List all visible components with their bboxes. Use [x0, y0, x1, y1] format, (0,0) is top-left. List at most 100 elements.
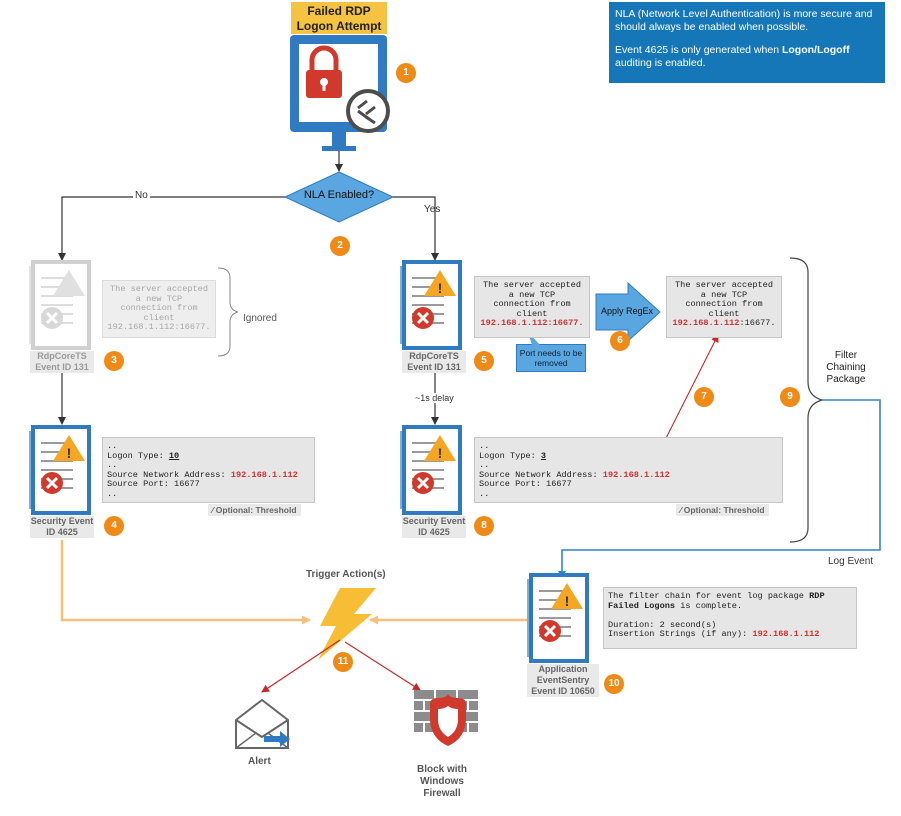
connector-trigger-left	[60, 540, 311, 625]
port-callout-text: Port needs to be removed	[519, 348, 583, 368]
lightning-icon	[318, 588, 376, 660]
tcp-l3: connection from	[120, 303, 198, 314]
optional-threshold-left: ⁄ Optional: Threshold	[208, 504, 301, 516]
src-port: Source Port: 16677	[107, 479, 200, 490]
tcp-box-regex: The server accepted a new TCP connection…	[666, 276, 782, 338]
filter-chaining-label: Filter Chaining Package	[826, 350, 866, 385]
badge-1: 1	[396, 63, 416, 83]
badge-4: 4	[104, 516, 124, 536]
envelope-alert-icon	[235, 698, 290, 749]
yes-label: Yes	[424, 204, 441, 215]
connector-to-firewall	[344, 641, 421, 691]
sec-left-label: Security Event ID 4625	[30, 516, 94, 538]
app-l2-bold: Failed Logons	[608, 600, 676, 611]
svg-text:!: !	[438, 445, 443, 461]
rdp-right-label: RdpCoreTS Event ID 131	[402, 351, 466, 373]
sec-dots: ..	[479, 488, 490, 499]
info-line2: Event 4625 is only generated when Logon/…	[615, 44, 879, 70]
src-label: Source Network Address:	[479, 469, 603, 480]
src-ip: 192.168.1.112	[230, 469, 298, 480]
tcp-box-right: The server accepted a new TCP connection…	[474, 276, 590, 338]
rdp-left-label: RdpCoreTS Event ID 131	[30, 351, 94, 373]
tcp-box-left: The server accepted a new TCP connection…	[102, 280, 216, 338]
optional-threshold-text: Optional: Threshold	[683, 505, 765, 515]
tcp-l3: connection from	[685, 299, 763, 310]
block-label: Block with Windows Firewall	[416, 764, 467, 799]
decision-diamond	[283, 171, 395, 223]
tcp-l1: The server accepted	[483, 280, 581, 290]
rdp-monitor-icon	[290, 35, 390, 151]
tcp-l1: The server accepted	[675, 280, 773, 290]
svg-text:!: !	[565, 593, 570, 609]
tcp-ip-only: 192.168.1.112	[672, 318, 740, 329]
tcp-l4: client	[516, 308, 548, 319]
app-label: Application EventSentry Event ID 10650	[527, 664, 599, 697]
ignored-brace	[217, 267, 239, 357]
info-line1: NLA (Network Level Authentication) is mo…	[615, 8, 873, 33]
logon-type-value: 3	[540, 450, 547, 461]
decision-label: NLA Enabled?	[303, 189, 375, 201]
ignored-label: Ignored	[243, 313, 277, 324]
logon-type-label: Logon Type:	[479, 450, 541, 461]
app-l1-bold: RDP	[809, 591, 825, 601]
app-ins: 192.168.1.112	[752, 629, 820, 640]
app-duration: Duration: 2 second(s)	[608, 619, 717, 630]
badge-2: 2	[330, 236, 350, 256]
firewall-icon	[414, 690, 478, 746]
tcp-l2: a new TCP	[508, 289, 556, 300]
tcp-ip-red: 192.168.1.112:16677.	[480, 318, 584, 329]
rdp-right-doc-icon: !	[400, 260, 462, 350]
src-ip: 192.168.1.112	[602, 469, 670, 480]
svg-text:!: !	[67, 445, 72, 461]
tcp-ip: 192.168.1.112:16677.	[107, 322, 211, 333]
sec-left-doc-icon: !	[29, 425, 91, 515]
optional-threshold-right: ⁄ Optional: Threshold	[676, 504, 769, 516]
title-text: Failed RDP Logon Attempt	[296, 4, 382, 33]
rdp-left-doc-icon	[29, 260, 91, 350]
alert-label: Alert	[248, 756, 271, 767]
sec-dots: ..	[479, 460, 490, 471]
trigger-label: Trigger Action(s)	[306, 569, 386, 580]
app-l1-prefix: The filter chain for event log package	[608, 591, 810, 601]
sec-dots: ..	[107, 441, 118, 451]
sec-right-label: Security Event ID 4625	[402, 516, 466, 538]
connector-no	[58, 196, 285, 261]
sec-box-right: .. Logon Type: 3 .. Source Network Addre…	[474, 437, 783, 503]
badge-9: 9	[780, 387, 800, 407]
tcp-l4: client	[708, 308, 740, 319]
tcp-l3: connection from	[493, 299, 571, 310]
tcp-l4: client	[143, 312, 175, 323]
logon-type-value: 10	[168, 450, 180, 461]
src-port: Source Port: 16677	[479, 479, 572, 490]
app-l2-suffix: is complete.	[675, 600, 743, 611]
info-line2-suffix: auditing is enabled.	[615, 57, 706, 69]
badge-11: 11	[333, 652, 353, 672]
badge-3: 3	[104, 351, 124, 371]
tcp-l2: a new TCP	[135, 293, 183, 304]
connector-yes	[393, 196, 439, 261]
apply-regex-label: Apply RegEx	[601, 306, 654, 316]
no-label: No	[133, 190, 150, 201]
badge-10: 10	[604, 674, 624, 694]
apply-regex-arrow	[595, 281, 661, 343]
sec-dots: ..	[479, 441, 490, 451]
info-box: NLA (Network Level Authentication) is mo…	[609, 2, 885, 83]
connector-log-event	[558, 399, 881, 579]
sec-dots: ..	[107, 460, 118, 471]
tcp-l1: The server accepted	[110, 284, 208, 294]
src-label: Source Network Address:	[107, 469, 231, 480]
logon-type-label: Logon Type:	[107, 450, 169, 461]
badge-7: 7	[694, 387, 714, 407]
delay-label: ~1s delay	[413, 393, 456, 403]
app-doc-icon: !	[527, 573, 589, 663]
sec-dots: ..	[107, 488, 118, 499]
badge-5: 5	[474, 351, 494, 371]
sec-box-left: .. Logon Type: 10 .. Source Network Addr…	[102, 437, 315, 503]
app-ins-label: Insertion Strings (if any):	[608, 629, 753, 640]
connector-to-alert	[261, 639, 341, 693]
app-box: The filter chain for event log package R…	[603, 587, 857, 649]
sec-right-doc-icon: !	[400, 425, 462, 515]
tcp-l2: a new TCP	[700, 289, 748, 300]
port-callout: Port needs to be removed	[516, 344, 586, 372]
